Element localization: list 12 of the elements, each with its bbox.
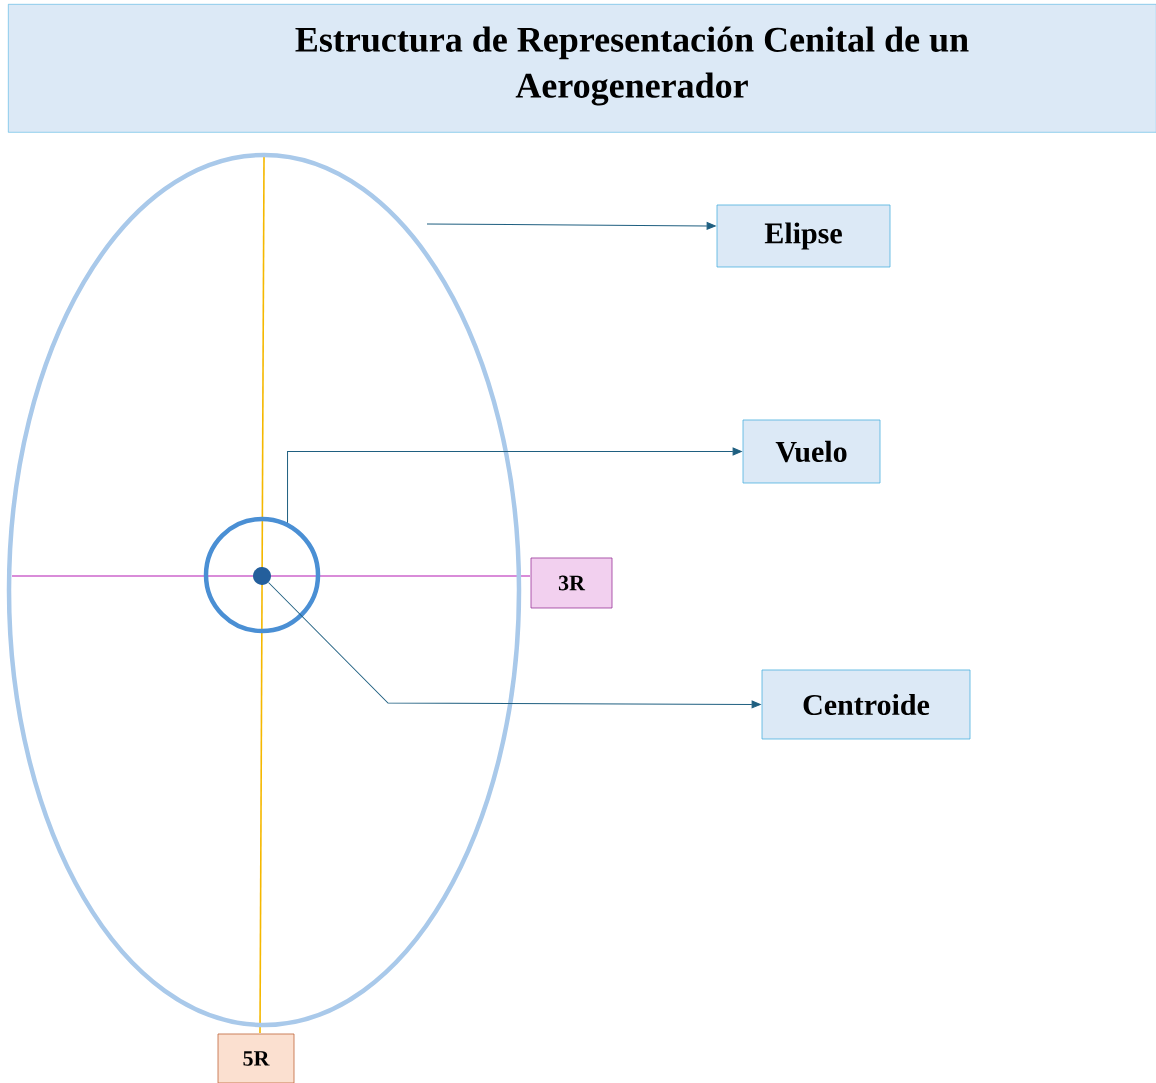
label-box: 5R <box>217 1033 295 1083</box>
arrow <box>268 582 761 709</box>
arrow <box>287 447 742 524</box>
circle <box>203 516 321 634</box>
arrow <box>426 222 716 230</box>
callout-box: Elipse <box>716 204 891 268</box>
ellipse <box>6 152 522 1028</box>
title-banner: Estructura de Representación Cenital de un Aerogenerador <box>8 4 1156 133</box>
callout-box: Vuelo <box>742 419 881 484</box>
centroid-dot <box>253 567 271 585</box>
callout-box: Centroide <box>761 669 971 740</box>
label-box: 3R <box>530 557 613 609</box>
